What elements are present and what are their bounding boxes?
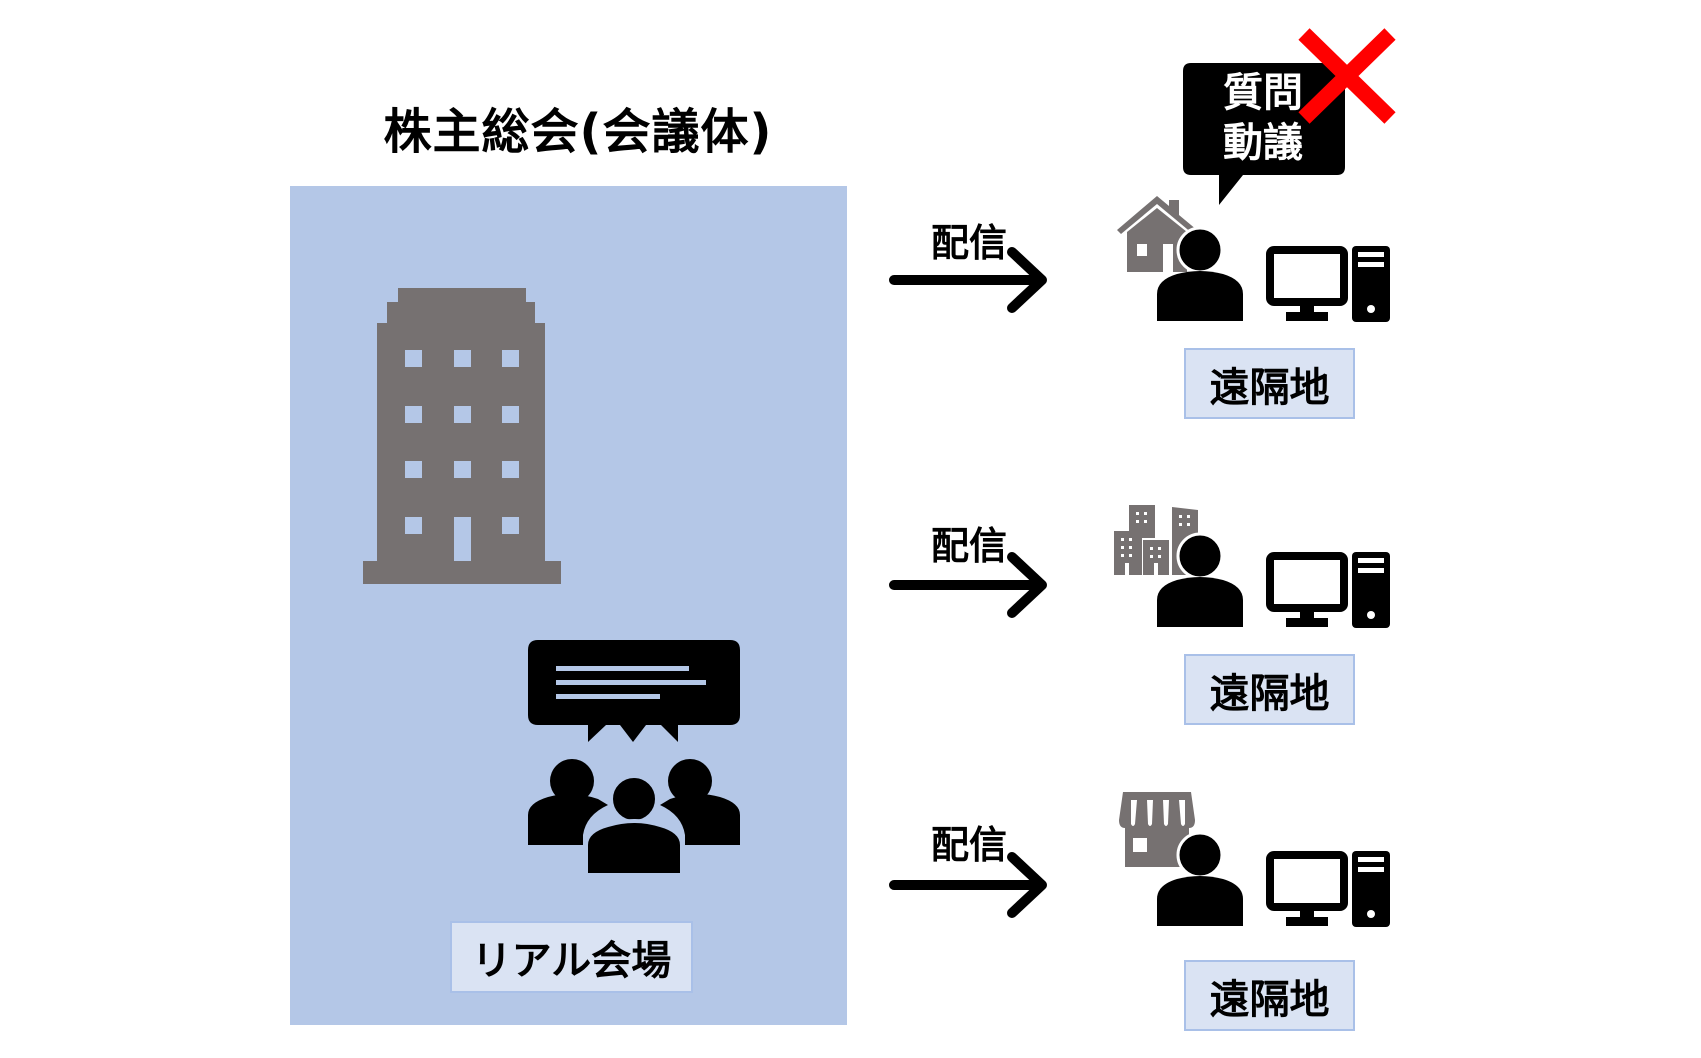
remote-location-label: 遠隔地: [1184, 348, 1355, 419]
real-venue-label: リアル会場: [450, 921, 693, 993]
speech-bubble-icon: [528, 640, 740, 742]
person-icon: [1157, 532, 1243, 627]
arrow-right-icon: [889, 552, 1047, 618]
arrow-right-icon: [889, 247, 1047, 313]
red-cross-icon: [1298, 28, 1396, 124]
person-icon: [1157, 226, 1243, 321]
audience-group-icon: [528, 759, 740, 877]
question-bubble-text: 質問 動議: [1208, 68, 1318, 168]
person-icon: [1157, 831, 1243, 926]
stream-label: 配信: [930, 524, 1007, 568]
diagram-title: 株主総会(会議体): [383, 104, 773, 160]
question-speech-bubble-icon: [1183, 63, 1345, 205]
motion-label: 動議: [1223, 120, 1303, 166]
remote-location-label: 遠隔地: [1184, 654, 1355, 725]
desktop-computer-icon: [1266, 246, 1390, 322]
stream-label: 配信: [930, 221, 1007, 265]
stream-label: 配信: [930, 823, 1007, 867]
house-icon: [1117, 196, 1197, 272]
question-label: 質問: [1223, 70, 1303, 116]
desktop-computer-icon: [1266, 851, 1390, 927]
storefront-icon: [1119, 792, 1195, 867]
remote-location-label: 遠隔地: [1184, 960, 1355, 1031]
office-building-icon: [363, 288, 561, 584]
arrow-right-icon: [889, 852, 1047, 918]
desktop-computer-icon: [1266, 552, 1390, 628]
